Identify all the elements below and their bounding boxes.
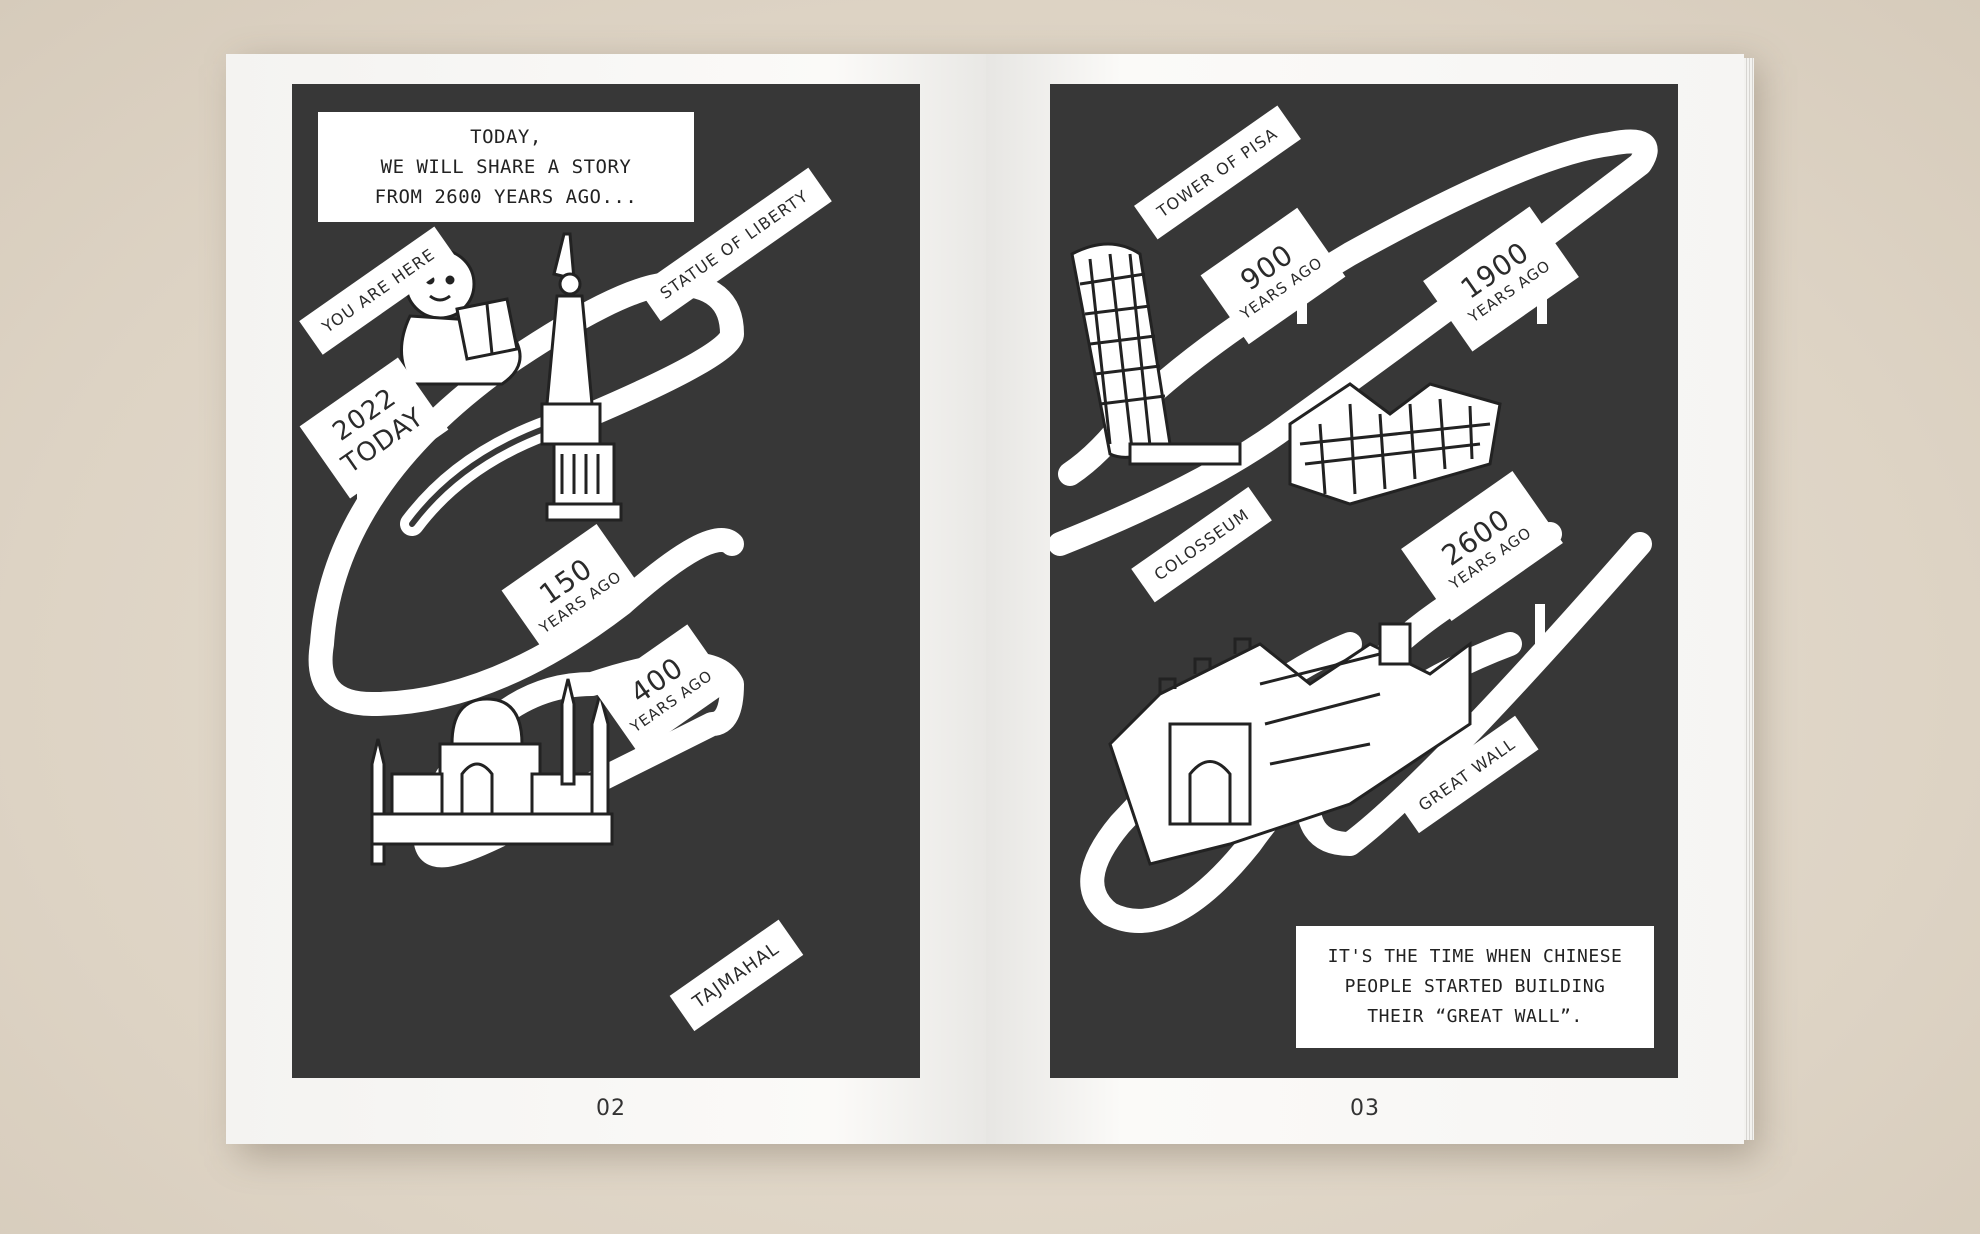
outro-caption-line-1: IT'S THE TIME WHEN CHINESE — [1327, 946, 1623, 967]
page-number-left: 02 — [596, 1096, 626, 1121]
left-comic-panel: TODAY, WE WILL SHARE A STORY FROM 2600 Y… — [292, 84, 920, 1078]
outro-caption-line-2: PEOPLE STARTED BUILDING — [1344, 976, 1606, 997]
right-panel-illustration — [1050, 129, 1658, 933]
outro-caption-line-3: THEIR “GREAT WALL”. — [1367, 1006, 1583, 1027]
page-edges — [1744, 58, 1754, 1140]
taj-mahal-drawing — [370, 678, 614, 866]
page-number-right: 03 — [1350, 1096, 1380, 1121]
great-wall-drawing — [1108, 622, 1472, 866]
intro-caption: TODAY, WE WILL SHARE A STORY FROM 2600 Y… — [318, 112, 694, 222]
intro-caption-line-1: TODAY, — [470, 126, 542, 148]
tower-of-pisa-drawing — [1070, 242, 1242, 466]
colosseum-drawing — [1288, 382, 1502, 506]
outro-caption: IT'S THE TIME WHEN CHINESE PEOPLE STARTE… — [1296, 926, 1654, 1048]
right-comic-panel: TOWER OF PISA COLOSSEUM GREAT WALL 900 Y… — [1050, 84, 1678, 1078]
intro-caption-line-3: FROM 2600 YEARS AGO... — [374, 186, 638, 208]
intro-caption-line-2: WE WILL SHARE A STORY — [380, 156, 632, 178]
statue-of-liberty-drawing — [540, 232, 623, 522]
